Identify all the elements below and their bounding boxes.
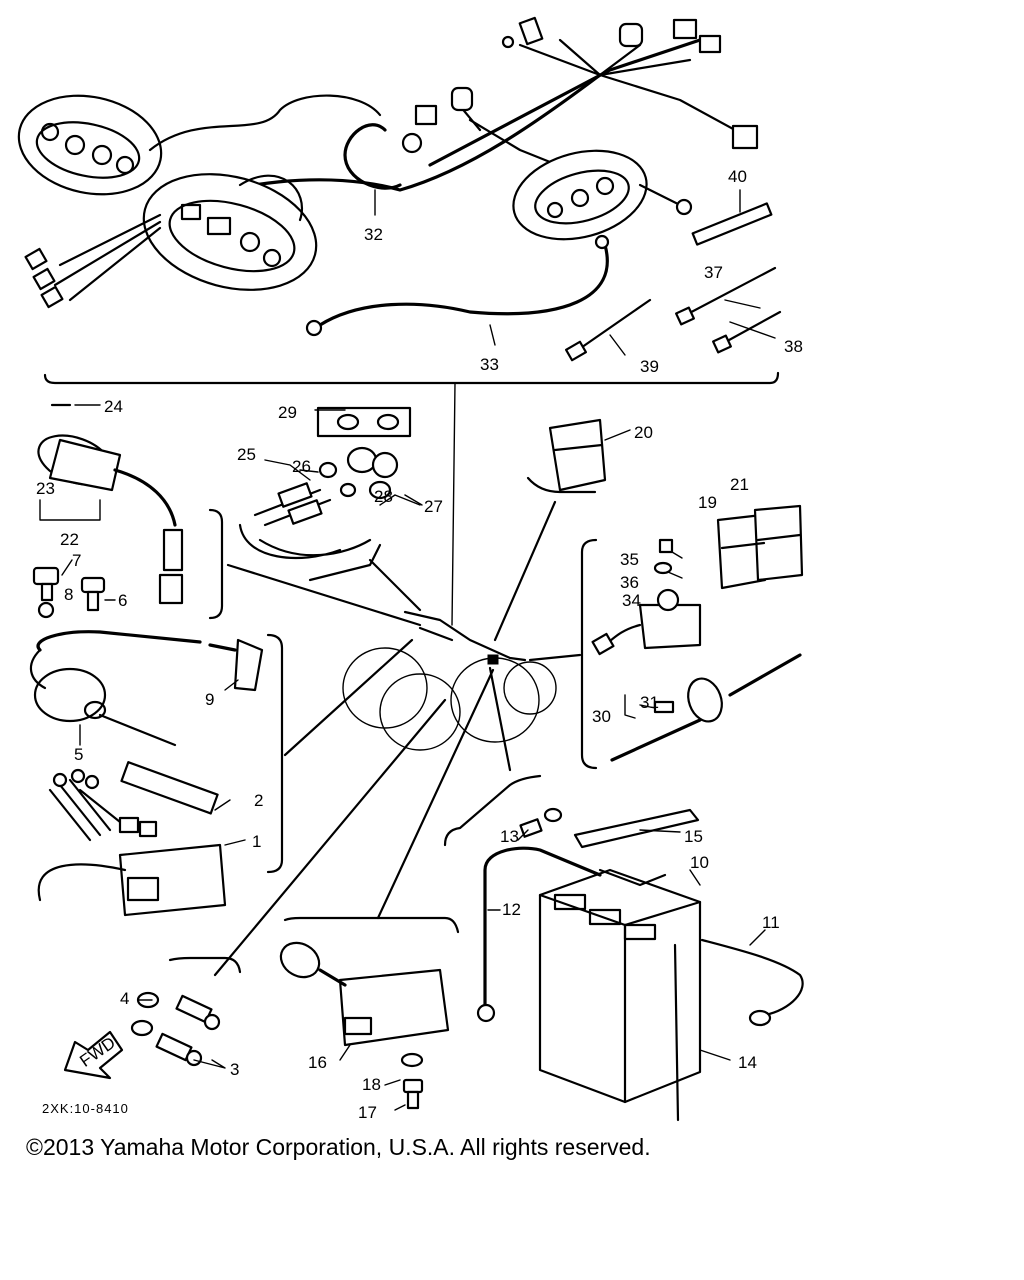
part-label-38: 38 [784, 337, 803, 356]
lead-wire-33 [305, 234, 610, 337]
tail-lamp-left [17, 94, 382, 196]
part-label-28: 28 [374, 487, 393, 506]
drawing-code: 2XK:10-8410 [42, 1101, 129, 1116]
part-label-23: 23 [36, 479, 55, 498]
ignition-coil-assembly [32, 403, 184, 619]
part-label-26: 26 [292, 457, 311, 476]
part-label-36: 36 [620, 573, 639, 592]
part-label-9: 9 [205, 690, 214, 709]
part-label-17: 17 [358, 1103, 377, 1122]
part-label-12: 12 [502, 900, 521, 919]
part-label-7: 7 [72, 551, 81, 570]
group-bracket-left-upper [208, 508, 224, 620]
part-label-35: 35 [620, 550, 639, 569]
copyright-notice: ©2013 Yamaha Motor Corporation, U.S.A. A… [26, 1134, 651, 1160]
ignition-coil-5 [29, 630, 264, 747]
group-bracket-right [580, 538, 598, 770]
part-label-4: 4 [120, 989, 129, 1008]
cdi-unit [37, 761, 227, 917]
neutral-switch [610, 653, 802, 762]
cable-ties [564, 202, 782, 362]
part-label-40: 40 [728, 167, 747, 186]
electrical-parts-diagram: FWD [17, 16, 804, 1122]
part-label-37: 37 [704, 263, 723, 282]
part-label-22: 22 [60, 530, 79, 549]
part-label-25: 25 [237, 445, 256, 464]
part-label-31: 31 [640, 693, 659, 712]
leader-lines [213, 500, 582, 977]
fwd-direction-arrow-icon: FWD [63, 1030, 124, 1080]
fasteners-3-4 [130, 956, 242, 1067]
part-label-2: 2 [254, 791, 263, 810]
part-label-15: 15 [684, 827, 703, 846]
part-label-6: 6 [118, 591, 127, 610]
rectifier-regulator [279, 916, 460, 1110]
group-bracket-left-lower [266, 633, 284, 874]
headlight-housing [24, 173, 318, 309]
part-label-32: 32 [364, 225, 383, 244]
group-bracket-top [43, 371, 780, 385]
frame-outline [342, 610, 557, 751]
part-label-20: 20 [634, 423, 653, 442]
part-label-29: 29 [278, 403, 297, 422]
tail-lamp-right [512, 149, 693, 241]
part-label-27: 27 [424, 497, 443, 516]
part-label-13: 13 [500, 827, 519, 846]
lead-wire-32 [343, 123, 402, 190]
starter-relay [591, 538, 702, 656]
part-label-19: 19 [698, 493, 717, 512]
part-label-14: 14 [738, 1053, 757, 1072]
part-label-1: 1 [252, 832, 261, 851]
part-label-30: 30 [592, 707, 611, 726]
part-label-18: 18 [362, 1075, 381, 1094]
part-label-33: 33 [480, 355, 499, 374]
part-label-21: 21 [730, 475, 749, 494]
part-label-3: 3 [230, 1060, 239, 1079]
relay-units [526, 418, 804, 590]
part-number-labels: 1 2 3 4 5 6 7 8 9 10 11 12 13 14 15 16 1… [36, 167, 803, 1122]
part-label-5: 5 [74, 745, 83, 764]
part-label-8: 8 [64, 585, 73, 604]
sensor-switch-assembly [238, 406, 412, 582]
part-label-11: 11 [762, 913, 780, 932]
part-label-39: 39 [640, 357, 659, 376]
part-label-34: 34 [622, 591, 641, 610]
part-label-10: 10 [690, 853, 709, 872]
part-label-24: 24 [104, 397, 123, 416]
part-callouts [39, 189, 776, 1111]
part-label-16: 16 [308, 1053, 327, 1072]
